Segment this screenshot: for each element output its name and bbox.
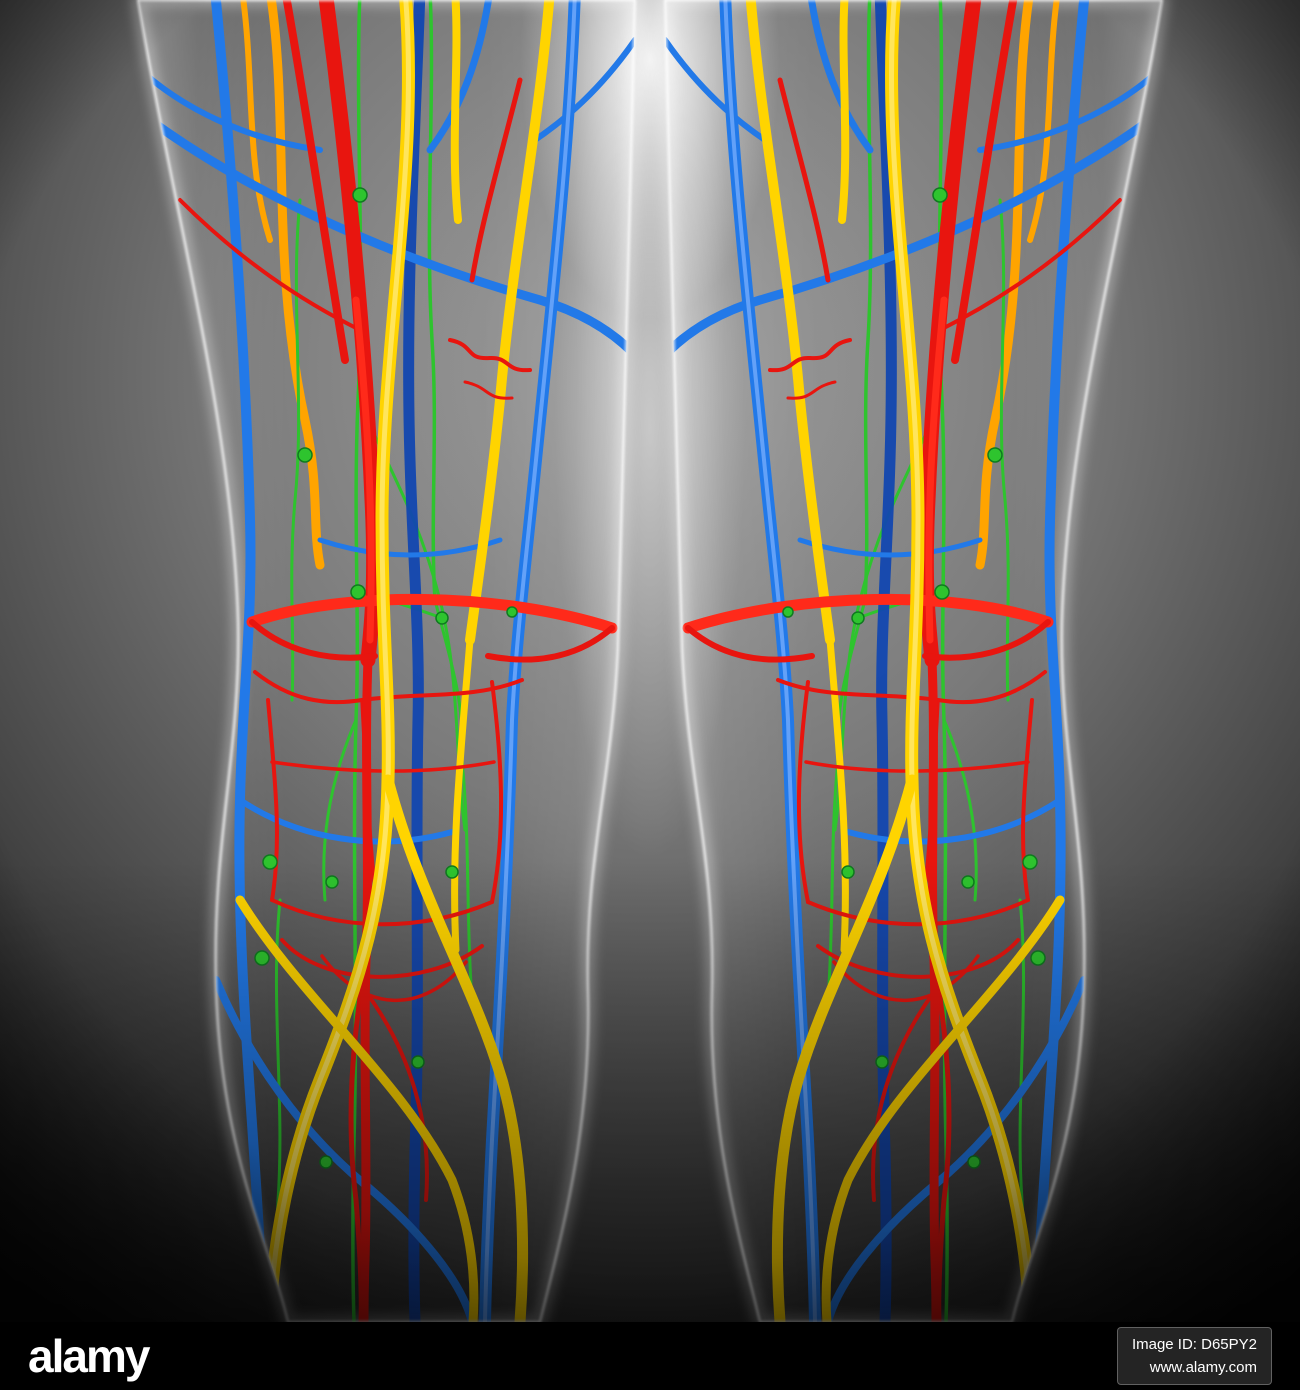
alamy-logo: alamy <box>28 1330 150 1382</box>
alamy-footer-bar: alamy Image ID: D65PY2 www.alamy.com <box>0 1322 1300 1390</box>
knee-anatomy-illustration <box>0 0 1300 1322</box>
image-credit-box: Image ID: D65PY2 www.alamy.com <box>1116 1326 1272 1386</box>
alamy-url: www.alamy.com <box>1149 1359 1257 1376</box>
vignette <box>0 0 1300 1322</box>
image-id: Image ID: D65PY2 <box>1131 1335 1257 1353</box>
